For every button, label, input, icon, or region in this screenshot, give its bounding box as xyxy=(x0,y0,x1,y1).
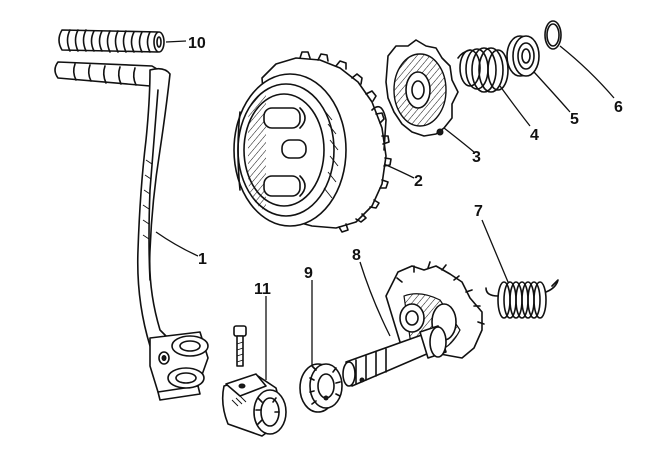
part-9-splined-ring xyxy=(299,363,343,413)
label-part-11: 11 xyxy=(254,281,271,298)
label-part-3: 3 xyxy=(472,149,481,166)
label-part-10: 10 xyxy=(188,35,206,52)
part-1-kickstart-lever xyxy=(54,61,209,401)
clamp-bolt xyxy=(233,325,247,367)
part-10-grip-sleeve xyxy=(58,29,165,53)
label-part-5: 5 xyxy=(570,111,579,128)
part-4-conical-spring xyxy=(457,47,509,93)
part-5-cup-washer xyxy=(506,35,540,77)
label-part-9: 9 xyxy=(304,265,313,282)
part-8-kickstart-shaft xyxy=(342,261,485,387)
leader-lines xyxy=(155,40,615,380)
label-part-6: 6 xyxy=(614,99,623,116)
part-labels: 10 1 2 3 4 5 6 7 8 9 11 xyxy=(188,35,623,298)
label-part-2: 2 xyxy=(414,173,423,190)
part-6-circlip xyxy=(544,20,562,50)
part-11-splined-collar xyxy=(221,373,287,437)
part-3-small-gear xyxy=(385,39,459,137)
label-part-7: 7 xyxy=(474,203,483,220)
label-part-1: 1 xyxy=(198,251,207,268)
part-2-ratchet-drum xyxy=(233,51,392,233)
label-part-4: 4 xyxy=(530,127,539,144)
part-7-torsion-spring xyxy=(485,279,559,319)
label-part-8: 8 xyxy=(352,247,361,264)
